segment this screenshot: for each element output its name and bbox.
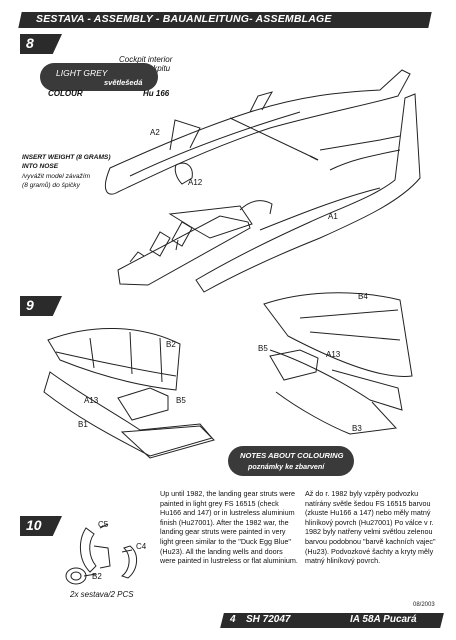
cockpit-interior-label: Cockpit interior [119, 55, 173, 64]
fuselage-half-a1 [195, 93, 421, 293]
part-b1-label: B1 [78, 420, 88, 429]
fuselage-half-a2 [105, 69, 411, 195]
colour-label: COLOUR [48, 89, 83, 98]
part-c5-label: C5 [98, 520, 109, 529]
floor-plate [168, 205, 253, 239]
colour-name: LIGHT GREY [56, 68, 108, 78]
step-8-badge: 8 [20, 34, 62, 54]
notes-title-pill [228, 446, 354, 476]
landing-gear [65, 523, 137, 585]
part-b2-label-step10: B2 [92, 572, 102, 581]
weight-instruction-cz-1: /vyvážit model závažím [22, 173, 91, 180]
part-a12-label: A12 [188, 178, 203, 187]
colour-name-cz: světlešedá [104, 78, 143, 87]
part-b2-label: B2 [166, 340, 176, 349]
notes-title-en: NOTES ABOUT COLOURING [240, 451, 344, 460]
notes-text-cz: Až do r. 1982 byly vzpěry podvozku natír… [305, 489, 436, 566]
model-name: IA 58A Pucará [350, 614, 417, 625]
part-b3-label: B3 [352, 424, 362, 433]
header-title: SESTAVA - ASSEMBLY - BAUANLEITUNG- ASSEM… [36, 13, 332, 25]
weight-instruction-en-1: INSERT WEIGHT (8 GRAMS) [22, 154, 111, 161]
part-a2-label: A2 [150, 128, 160, 137]
part-c4-label: C4 [136, 542, 147, 551]
colour-pill [40, 63, 158, 91]
step-10-number: 10 [26, 517, 42, 533]
print-date: 08/2003 [413, 602, 435, 608]
part-b5-label-right: B5 [258, 344, 268, 353]
weight-instruction-en-2: INTO NOSE [22, 163, 59, 170]
part-b5-label-left: B5 [176, 396, 186, 405]
step-9-number: 9 [26, 297, 34, 313]
step-9-badge: 9 [20, 296, 62, 316]
colour-code: Hu 166 [143, 89, 170, 98]
weight-instruction-cz-2: (8 gramů) do špičky [22, 182, 80, 189]
cockpit-tub [117, 215, 251, 286]
part-a12-shape [174, 162, 193, 185]
step-8-number: 8 [26, 35, 34, 51]
wing-left [43, 328, 215, 459]
wing-right [263, 292, 413, 435]
part-a13-label-right: A13 [326, 350, 341, 359]
notes-text-en: Up until 1982, the landing gear struts w… [160, 489, 298, 566]
quantity-label: 2x sestava/2 PCS [70, 590, 134, 599]
notes-title-cz: poznámky ke zbarvení [248, 462, 325, 471]
kit-number: SH 72047 [246, 614, 291, 625]
part-b4-label: B4 [358, 292, 368, 301]
part-a13-label-left: A13 [84, 396, 99, 405]
step-10-badge: 10 [20, 516, 62, 536]
part-a1-label: A1 [328, 212, 338, 221]
page-number: 4 [230, 614, 236, 625]
